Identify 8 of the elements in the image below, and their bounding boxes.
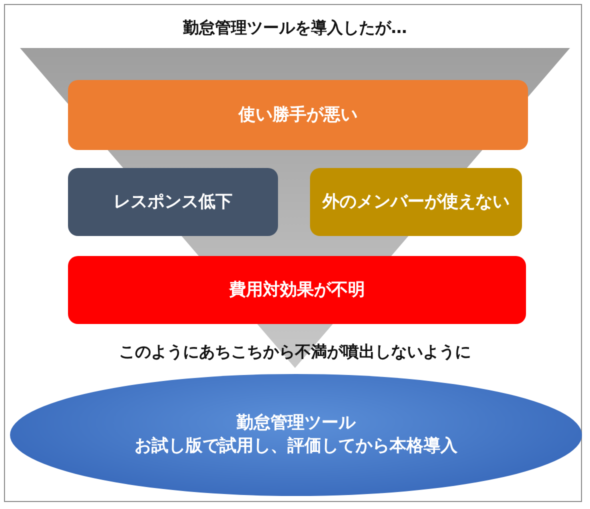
note-text: このようにあちこちから不満が噴出しないように [118, 342, 472, 363]
heading-text: 勤怠管理ツール [236, 412, 356, 435]
issue-box: レスポンス低下 [68, 168, 278, 236]
title: 勤怠管理ツールを導入したが… [182, 18, 408, 39]
issue-box: 費用対効果が不明 [68, 256, 526, 324]
body-text: お試し版で試用し、評価してから本格導入 [134, 435, 458, 458]
issue-box: 外のメンバーが使えない [310, 168, 522, 236]
issue-box: 使い勝手が悪い [68, 80, 528, 150]
